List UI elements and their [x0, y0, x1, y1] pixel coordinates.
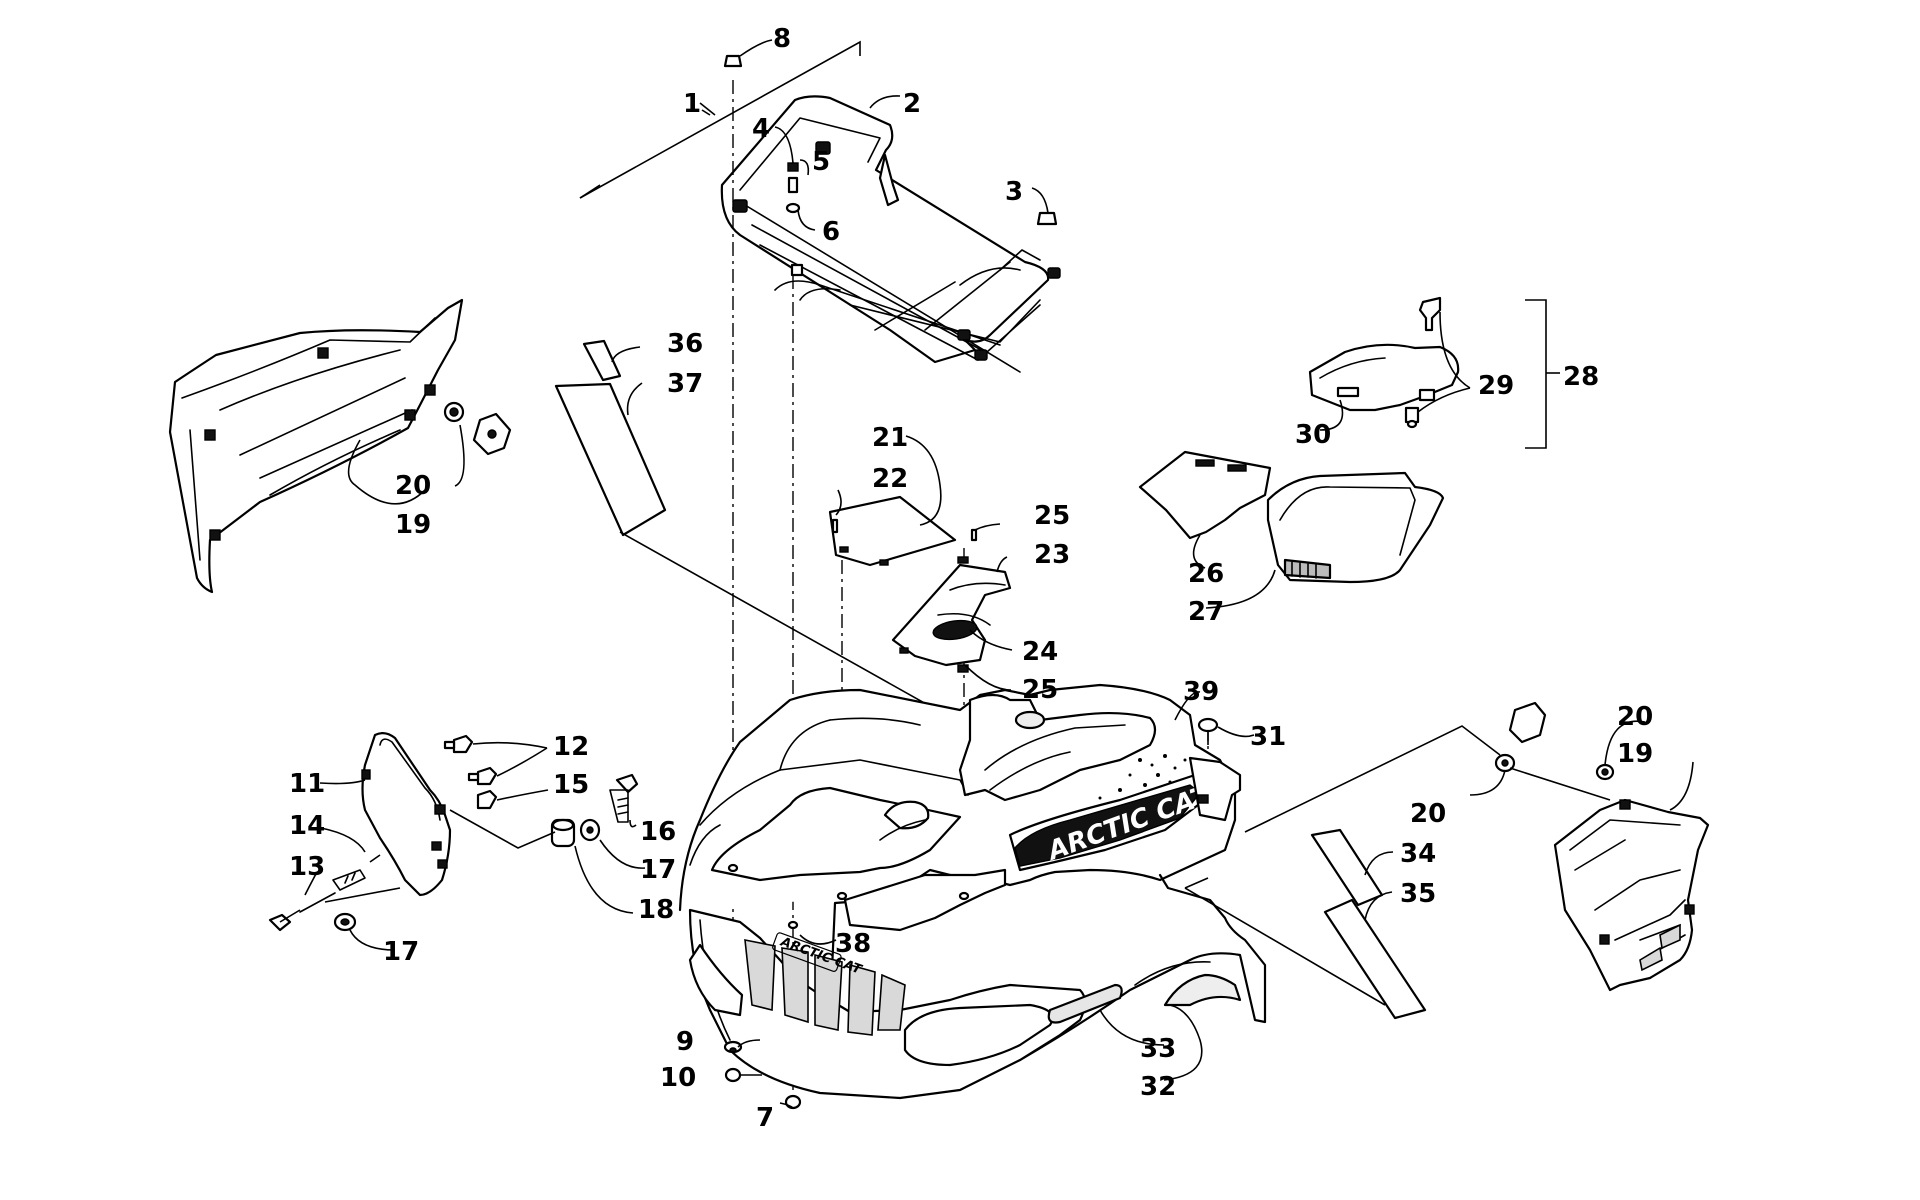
front-rack	[720, 95, 1061, 373]
callout-12: 12	[553, 732, 589, 762]
callout-27: 27	[1188, 597, 1224, 627]
nut-3-icon	[1036, 211, 1058, 226]
callout-5: 5	[812, 147, 830, 177]
badge-24	[932, 619, 978, 641]
right-decals	[1184, 828, 1427, 1020]
bin-lid-26	[1138, 450, 1272, 540]
callout-37: 37	[667, 369, 703, 399]
callout-19b: 19	[1617, 739, 1653, 769]
rivet-31	[1197, 717, 1219, 745]
callout-35: 35	[1400, 879, 1436, 909]
callout-18: 18	[638, 895, 674, 925]
panel-21	[828, 495, 957, 567]
callout-20a: 20	[395, 471, 431, 501]
callout-2: 2	[903, 89, 921, 119]
callout-17b: 17	[383, 937, 419, 967]
nut-7-icon	[784, 1094, 802, 1110]
callout-20b: 20	[1617, 702, 1653, 732]
callout-labels: 1 2 3 4 5 6 7 8 9 10 11 12 13 14 15 16 1…	[289, 24, 1653, 1133]
callout-20c: 20	[1410, 799, 1446, 829]
callout-14: 14	[289, 811, 325, 841]
callout-22: 22	[872, 464, 908, 494]
nut-10-icon	[724, 1067, 742, 1083]
callout-25b: 25	[1022, 675, 1058, 705]
callout-21: 21	[872, 423, 908, 453]
callout-10: 10	[660, 1063, 696, 1093]
spacer-5-icon	[787, 176, 799, 194]
callout-36: 36	[667, 329, 703, 359]
bottom-fasteners	[723, 863, 970, 1110]
front-fender: ARCTIC CAT ARCTIC CAT	[678, 683, 1267, 1100]
callout-31: 31	[1250, 722, 1286, 752]
callout-33: 33	[1140, 1034, 1176, 1064]
callout-19a: 19	[395, 510, 431, 540]
grille	[744, 939, 906, 1036]
callout-9: 9	[676, 1027, 694, 1057]
panel-23	[891, 563, 1012, 667]
right-panel-fasteners	[1244, 701, 1615, 833]
callout-8: 8	[773, 24, 791, 54]
cover-assembly	[1308, 296, 1560, 449]
leader-lines	[304, 39, 1694, 1109]
callout-23: 23	[1034, 540, 1070, 570]
callout-26: 26	[1188, 559, 1224, 589]
right-side-panel	[1553, 798, 1710, 992]
callout-15: 15	[553, 770, 589, 800]
rack-fasteners	[723, 54, 1058, 226]
storage-bin	[1138, 450, 1445, 584]
callout-29: 29	[1478, 371, 1514, 401]
callout-34: 34	[1400, 839, 1436, 869]
latch-29a	[1418, 296, 1442, 332]
bolt-4-icon	[787, 162, 799, 172]
callout-17a: 17	[640, 855, 676, 885]
callout-3: 3	[1005, 177, 1023, 207]
callout-32: 32	[1140, 1072, 1176, 1102]
callout-7: 7	[756, 1103, 774, 1133]
washer-6-icon	[785, 202, 801, 214]
callout-38: 38	[835, 929, 871, 959]
bolt-8-icon	[723, 54, 743, 68]
callout-39: 39	[1183, 677, 1219, 707]
callout-28: 28	[1563, 362, 1599, 392]
callout-30: 30	[1295, 420, 1331, 450]
left-side-panel	[168, 298, 464, 594]
callout-16: 16	[640, 817, 676, 847]
rack-group-bracket	[579, 40, 861, 199]
center-panels	[828, 495, 1012, 673]
callout-1: 1	[683, 89, 701, 119]
callout-11: 11	[289, 769, 325, 799]
left-panel-fasteners	[443, 401, 512, 456]
callout-13: 13	[289, 852, 325, 882]
headlight-housing-11	[361, 731, 452, 897]
callout-6: 6	[822, 217, 840, 247]
callout-24: 24	[1022, 637, 1058, 667]
callout-4: 4	[752, 114, 770, 144]
headlight-assembly	[268, 731, 639, 932]
callout-25a: 25	[1034, 501, 1070, 531]
